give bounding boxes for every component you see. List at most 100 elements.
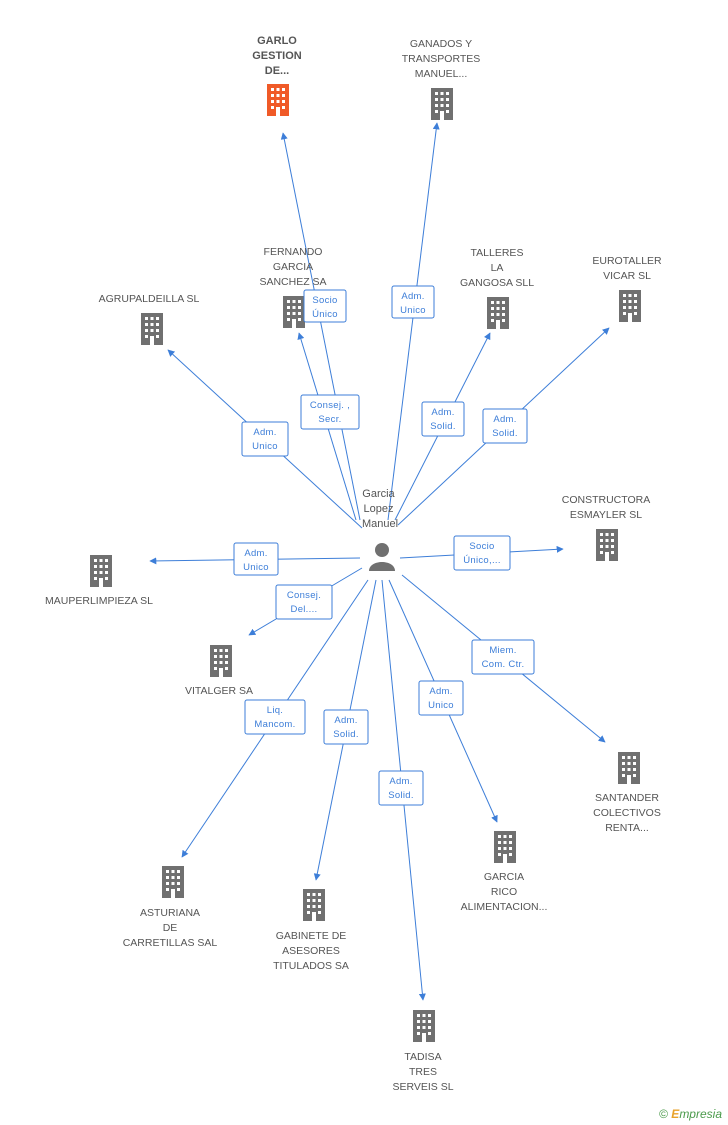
role-badge-agrupaldeilla[interactable]: Adm.Unico: [241, 421, 289, 457]
company-name: AGRUPALDEILLA SL: [99, 293, 200, 305]
company-name-line: TITULADOS SA: [273, 960, 349, 972]
role-badge-gabinete[interactable]: Adm. Solid.: [323, 709, 369, 745]
role-badge-asturiana[interactable]: Liq.Mancom.: [244, 699, 306, 735]
role-badge-box: [391, 285, 435, 319]
role-text-line: Adm.: [429, 686, 452, 697]
company-name-line: ASESORES: [282, 945, 340, 957]
role-text-line: Socio: [469, 541, 494, 552]
role-text: Adm.Solid.: [388, 776, 414, 801]
company-name-line: FERNANDO: [264, 246, 323, 258]
role-text-line: Unico: [428, 700, 454, 711]
person-icon: [369, 543, 395, 571]
role-badge-box: [378, 770, 424, 806]
role-badge-eurotaller[interactable]: Adm. Solid.: [482, 408, 528, 444]
building-icon: [413, 1010, 435, 1042]
brand-logo: Empresia: [671, 1107, 722, 1121]
role-badge-box: [241, 421, 289, 457]
role-badge-ganados[interactable]: Adm. Unico: [391, 285, 435, 319]
role-text-line: Solid.: [388, 790, 414, 801]
role-badge-mauperlimpieza[interactable]: Adm.Unico: [233, 542, 279, 576]
edge-garlo: [280, 132, 361, 521]
role-badge-box: [244, 699, 306, 735]
role-badge-santander[interactable]: Miem.Com. Ctr.: [471, 639, 535, 675]
role-text: Adm. Unico: [428, 686, 454, 711]
company-name-line: MANUEL...: [415, 68, 468, 80]
building-icon: [141, 313, 163, 345]
footer-brand[interactable]: © Empresia: [659, 1107, 722, 1121]
role-badge-box: [421, 401, 465, 437]
role-badge-box: [303, 289, 347, 323]
company-name-line: GARCIA: [273, 261, 313, 273]
role-badge-tadisa[interactable]: Adm.Solid.: [378, 770, 424, 806]
company-name-line: CARRETILLAS SAL: [123, 937, 218, 949]
company-node-vitalger[interactable]: VITALGER SA: [185, 645, 253, 697]
company-name-line: GANGOSA SLL: [460, 277, 534, 289]
building-icon: [618, 752, 640, 784]
company-name-line: RICO: [491, 886, 517, 898]
role-text-line: Adm.: [493, 414, 516, 425]
role-text-line: Unico: [400, 305, 426, 316]
role-text-line: Adm.: [401, 291, 424, 302]
company-name-line: AGRUPALDEILLA SL: [99, 293, 200, 305]
building-icon: [303, 889, 325, 921]
role-badge-talleres[interactable]: Adm. Solid.: [421, 401, 465, 437]
building-icon: [494, 831, 516, 863]
role-badge-box: [418, 680, 464, 716]
person-name-line: Manuel: [362, 518, 398, 530]
company-name-line: SERVEIS SL: [392, 1081, 453, 1093]
building-icon: [431, 88, 453, 120]
role-text: Miem.Com. Ctr.: [482, 645, 525, 670]
role-text-line: Solid.: [430, 421, 456, 432]
building-icon: [619, 290, 641, 322]
role-badge-box: [482, 408, 528, 444]
company-name-line: GANADOS Y: [410, 38, 472, 50]
role-text: Consej.Del....: [287, 590, 321, 615]
role-badge-fernando[interactable]: Consej. ,Secr.: [300, 394, 360, 430]
building-icon: [267, 84, 289, 116]
role-text-line: Solid.: [492, 428, 518, 439]
person-node[interactable]: Garcia Lopez Manuel: [362, 488, 398, 571]
role-text-line: Solid.: [333, 729, 359, 740]
company-name-line: ALIMENTACION...: [461, 901, 548, 913]
company-name-line: MAUPERLIMPIEZA SL: [45, 595, 153, 607]
person-name-line: Garcia: [362, 488, 395, 500]
company-node-agrupaldeilla[interactable]: AGRUPALDEILLA SL: [99, 293, 200, 345]
role-text-line: Adm.: [431, 407, 454, 418]
role-text-line: Único,...: [463, 555, 501, 566]
role-text-line: Adm.: [334, 715, 357, 726]
role-badge-vitalger[interactable]: Consej.Del....: [275, 584, 333, 620]
role-badge-garcia-rico[interactable]: Adm. Unico: [418, 680, 464, 716]
role-text-line: Com. Ctr.: [482, 659, 525, 670]
role-text: Adm.Unico: [243, 548, 269, 573]
company-node-mauperlimpieza[interactable]: MAUPERLIMPIEZA SL: [45, 555, 153, 607]
building-icon: [596, 529, 618, 561]
company-name-line: ASTURIANA: [140, 907, 200, 919]
brand-name: mpresia: [679, 1107, 722, 1121]
building-icon: [487, 297, 509, 329]
role-text-line: Secr.: [318, 414, 341, 425]
building-icon: [90, 555, 112, 587]
role-badge-box: [300, 394, 360, 430]
